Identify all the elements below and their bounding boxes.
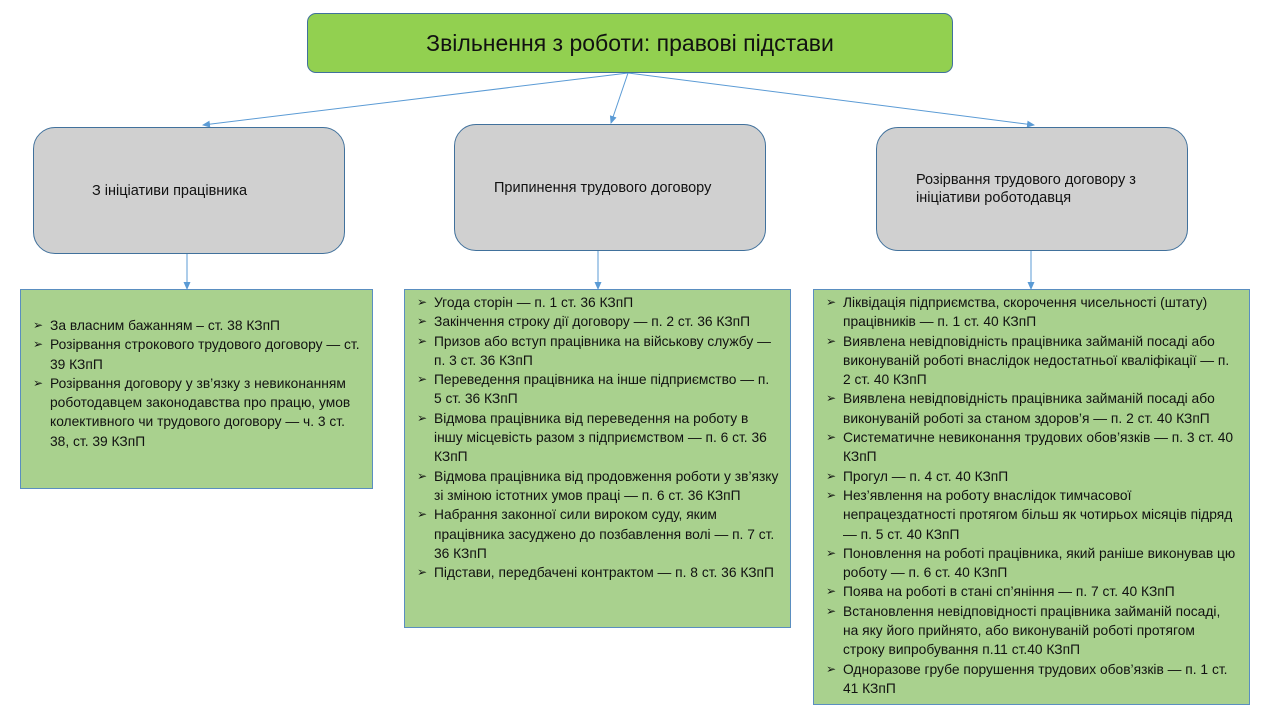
list-item: ➢Набрання законної сили вироком суду, як… [417, 507, 775, 561]
list-item: ➢Призов або вступ працівника на військов… [417, 333, 771, 368]
list-item: ➢Розірвання договору у зв’язку з невикон… [33, 375, 351, 449]
category-box-employee-initiative: З ініціативи працівника [33, 127, 345, 254]
arrow-bullet-icon: ➢ [826, 430, 837, 445]
list-item: ➢Ліквідація підприємства, скорочення чис… [826, 295, 1208, 330]
arrow-bullet-icon: ➢ [826, 391, 837, 406]
arrow-bullet-icon: ➢ [417, 314, 428, 329]
arrow-bullet-icon: ➢ [417, 565, 428, 580]
list-item: ➢Виявлена невідповідність працівника зай… [826, 333, 1230, 388]
arrow-bullet-icon: ➢ [826, 584, 837, 599]
connector-arrow-1 [202, 72, 629, 128]
arrow-bullet-icon: ➢ [33, 375, 44, 390]
arrow-bullet-icon: ➢ [417, 468, 428, 483]
arrow-bullet-icon: ➢ [826, 661, 837, 676]
list-item: ➢Поновлення на роботі працівника, який р… [826, 545, 1236, 581]
list-item: ➢Виявлена невідповідність працівника зай… [826, 391, 1215, 426]
arrow-bullet-icon: ➢ [417, 410, 428, 425]
list-item: ➢Нез’явлення на роботу внаслідок тимчасо… [826, 487, 1233, 542]
arrow-bullet-icon: ➢ [826, 295, 837, 309]
grounds-list-employee-initiative: ➢За власним бажанням – ст. 38 КЗпП ➢Розі… [20, 289, 373, 489]
diagram-title: Звільнення з роботи: правові підстави [307, 13, 953, 73]
connector-arrow-2 [609, 72, 629, 124]
list-item: ➢Поява на роботі в стані сп’яніння — п. … [824, 582, 1239, 601]
category-label-contract-termination: Припинення трудового договору [494, 179, 712, 196]
arrow-bullet-icon: ➢ [826, 333, 837, 348]
category-box-contract-termination: Припинення трудового договору [454, 124, 766, 251]
grounds-list-employer-initiative: ➢Ліквідація підприємства, скорочення чис… [813, 289, 1250, 705]
arrow-bullet-icon: ➢ [826, 468, 837, 483]
list-item: ➢Відмова працівника від продовження робо… [417, 468, 779, 503]
list-item: ➢За власним бажанням – ст. 38 КЗпП [31, 316, 360, 335]
arrow-bullet-icon: ➢ [417, 372, 428, 387]
arrow-bullet-icon: ➢ [33, 318, 44, 332]
category-label-employer-initiative: Розірвання трудового договору з ініціати… [916, 172, 1136, 206]
grounds-list-contract-termination: ➢Угода сторін — п. 1 ст. 36 КЗпП ➢Закінч… [404, 289, 791, 628]
category-label-employee-initiative: З ініціативи працівника [92, 182, 248, 199]
list-item: ➢Одноразове грубе порушення трудових обо… [826, 661, 1228, 696]
list-item: ➢Підстави, передбачені контрактом — п. 8… [415, 563, 780, 582]
list-item: ➢Прогул — п. 4 ст. 40 КЗпП [824, 467, 1239, 486]
list-item: ➢Відмова працівника від переведення на р… [417, 410, 767, 465]
list-item: ➢Встановлення невідповідності працівника… [826, 603, 1221, 658]
list-item: ➢Систематичне невиконання трудових обов’… [826, 430, 1234, 465]
arrow-bullet-icon: ➢ [826, 603, 837, 618]
list-item: ➢Переведення працівника на інше підприєм… [417, 372, 770, 407]
arrow-bullet-icon: ➢ [826, 545, 837, 560]
arrow-bullet-icon: ➢ [417, 507, 428, 522]
list-item: ➢Розірвання строкового трудового договор… [33, 337, 360, 372]
arrow-bullet-icon: ➢ [826, 487, 837, 502]
connector-arrow-3 [627, 72, 1035, 128]
list-item: ➢Угода сторін — п. 1 ст. 36 КЗпП [415, 293, 780, 312]
arrow-bullet-icon: ➢ [33, 337, 44, 352]
arrow-bullet-icon: ➢ [417, 333, 428, 348]
list-item: ➢Закінчення строку дії договору — п. 2 с… [415, 312, 780, 331]
arrow-bullet-icon: ➢ [417, 295, 428, 309]
category-box-employer-initiative: Розірвання трудового договору з ініціати… [876, 127, 1188, 251]
